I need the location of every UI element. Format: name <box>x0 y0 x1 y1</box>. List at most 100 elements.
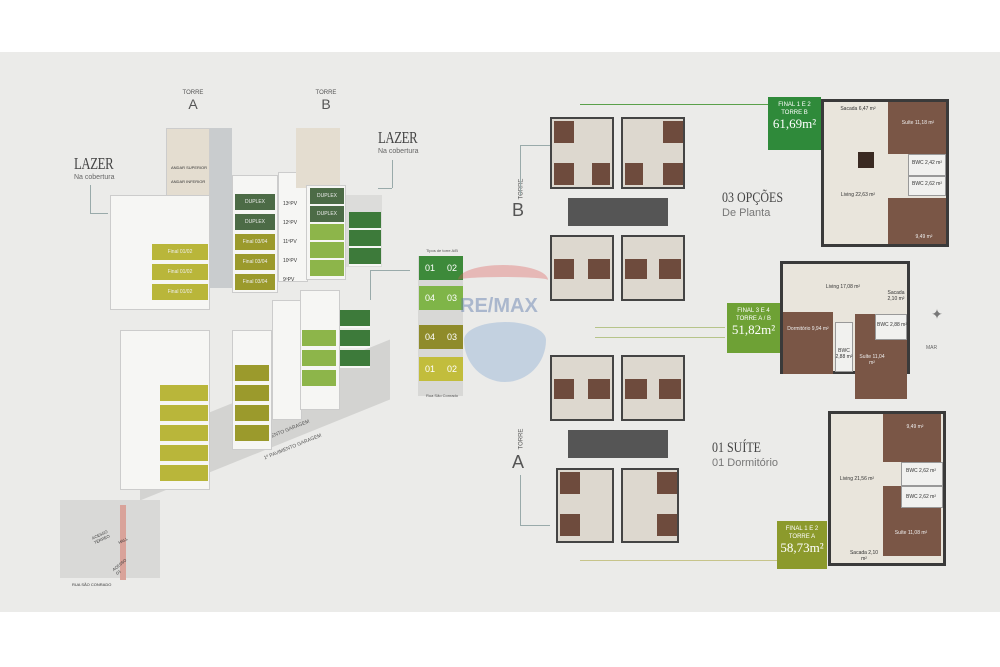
room-label: BWC 2,62 m² <box>905 468 936 474</box>
room-label: Sacada 6,47 m² <box>840 106 876 112</box>
tag-line: FINAL 1 E 2 <box>785 526 819 532</box>
floorplan-thumb <box>550 355 614 421</box>
center-torre-a-letter: A <box>512 452 525 472</box>
room-label: 9,49 m² <box>915 234 933 240</box>
floorplan-thumb <box>550 117 614 189</box>
unit-number: 04 <box>424 293 435 303</box>
room-label: BWC 2,88 m² <box>835 348 853 360</box>
room-label: Suíte 11,18 m² <box>901 120 935 126</box>
room-label: BWC 2,88 m² <box>877 322 908 328</box>
remax-watermark: RE/MAX <box>460 295 538 317</box>
room-label: Sacada 2,10 m² <box>849 550 879 562</box>
torre-word: TORRE <box>518 428 525 450</box>
tag-line: FINAL 3 E 4 <box>737 308 770 314</box>
option-title: 03 OPÇÕES <box>722 190 784 206</box>
plan-area: 51,82m² <box>731 322 776 337</box>
unit-number: 04 <box>424 332 435 342</box>
duplex-slab: DUPLEX <box>235 214 275 232</box>
lazer-title: LAZER <box>378 128 418 147</box>
plan-area: 61,69m² <box>772 116 817 131</box>
floorplan-final-1-2-torre-a: 9,49 m² BWC 2,62 m² BWC 2,62 m² Living 2… <box>828 411 946 566</box>
street-label: RUA SÃO CONRADO <box>72 582 112 587</box>
tag-line: TORRE A / B <box>736 316 771 322</box>
floor-label: 9ºPV <box>283 277 295 283</box>
room-label: BWC 2,62 m² <box>911 181 942 187</box>
core-thumb <box>568 430 668 458</box>
center-torre-a: TORRE <box>509 429 527 450</box>
unit-number: 01 <box>424 263 435 273</box>
floorplan-final-1-2-torre-b: Sacada 6,47 m² Suíte 11,18 m² BWC 2,42 m… <box>821 99 949 247</box>
legend-unit: 04 03 <box>419 286 463 310</box>
floorplan-thumb <box>550 235 614 301</box>
room-label: BWC 2,42 m² <box>911 160 942 166</box>
unit-number: 02 <box>446 364 457 374</box>
compass-label: MAR <box>926 345 938 351</box>
lazer-sub: Na cobertura <box>378 148 419 155</box>
room-label: Suíte 11,08 m² <box>894 530 928 536</box>
legend-unit: 01 02 <box>419 256 463 280</box>
floor-label: 13ºPV <box>283 201 298 207</box>
lazer-sub: Na cobertura <box>74 174 115 181</box>
duplex-slab: DUPLEX <box>310 188 344 206</box>
torre-letter: B <box>321 96 331 112</box>
room-label: Dormitório 9,94 m² <box>787 326 829 332</box>
unit-slab: Final 03/04 <box>235 234 275 252</box>
legend-unit: 04 03 <box>419 325 463 349</box>
unit-number: 03 <box>446 293 457 303</box>
tag-line: FINAL 1 E 2 <box>778 102 811 108</box>
torre-word: TORRE <box>182 90 204 96</box>
room-label: Living 21,56 m² <box>839 476 875 482</box>
floorplan-final-3-4-torre-a-b: Living 17,08 m² Sacada 2,10 m² Dormitóri… <box>780 261 910 399</box>
room-label: Suíte 11,04 m² <box>859 354 885 366</box>
floorplan-thumb <box>621 235 685 301</box>
room-label: Living 22,63 m² <box>840 192 876 198</box>
duplex-slab: DUPLEX <box>310 206 344 224</box>
torre-letter: A <box>188 96 198 112</box>
floorplan-thumb <box>621 468 679 543</box>
remax-balloon-icon <box>458 265 548 295</box>
floor-label: 12ºPV <box>283 220 298 226</box>
duplex-slab: DUPLEX <box>235 194 275 212</box>
tag-line: TORRE B <box>781 110 808 116</box>
unit-slab: Final 01/02 <box>152 284 208 302</box>
unit-number: 03 <box>446 332 457 342</box>
room-label: Sacada 2,10 m² <box>887 290 905 302</box>
torre-word: TORRE <box>315 90 337 96</box>
unit-slab: Final 03/04 <box>235 254 275 272</box>
tag-line: TORRE A <box>788 534 816 540</box>
compass-icon: ✦ <box>931 306 943 322</box>
andar-inferior-label: ANDAR INFERIOR <box>171 179 206 184</box>
andar-superior-label: ANDAR SUPERIOR <box>171 165 208 170</box>
legend-street: Rua São Conrado <box>425 393 459 398</box>
floors-column: 13ºPV 12ºPV 11ºPV 10ºPV 9ºPV <box>278 172 308 283</box>
unit-slab: Final 01/02 <box>152 264 208 282</box>
unit-number: 02 <box>446 263 457 273</box>
center-torre-b-letter: B <box>512 200 525 220</box>
floor-labels: 13ºPV 12ºPV 11ºPV 10ºPV 9ºPV <box>283 195 297 290</box>
room-label: 9,49 m² <box>906 424 924 430</box>
option-subtitle: De Planta <box>722 207 771 219</box>
floorplan-thumb <box>621 117 685 189</box>
center-torre-b: TORRE <box>509 179 527 200</box>
room-label: BWC 2,62 m² <box>905 494 936 500</box>
unit-slab: Final 03/04 <box>235 274 275 292</box>
option-title: 01 SUÍTE <box>712 440 761 456</box>
room-label: Living 17,08 m² <box>825 284 861 290</box>
floorplan-thumb <box>556 468 614 543</box>
plan-area: 58,73m² <box>780 540 824 555</box>
floor-label: 11ºPV <box>283 239 297 245</box>
unit-slab: Final 01/02 <box>152 244 208 262</box>
floor-label: 10ºPV <box>283 258 298 264</box>
lazer-title: LAZER <box>74 154 114 173</box>
floorplan-thumb <box>621 355 685 421</box>
